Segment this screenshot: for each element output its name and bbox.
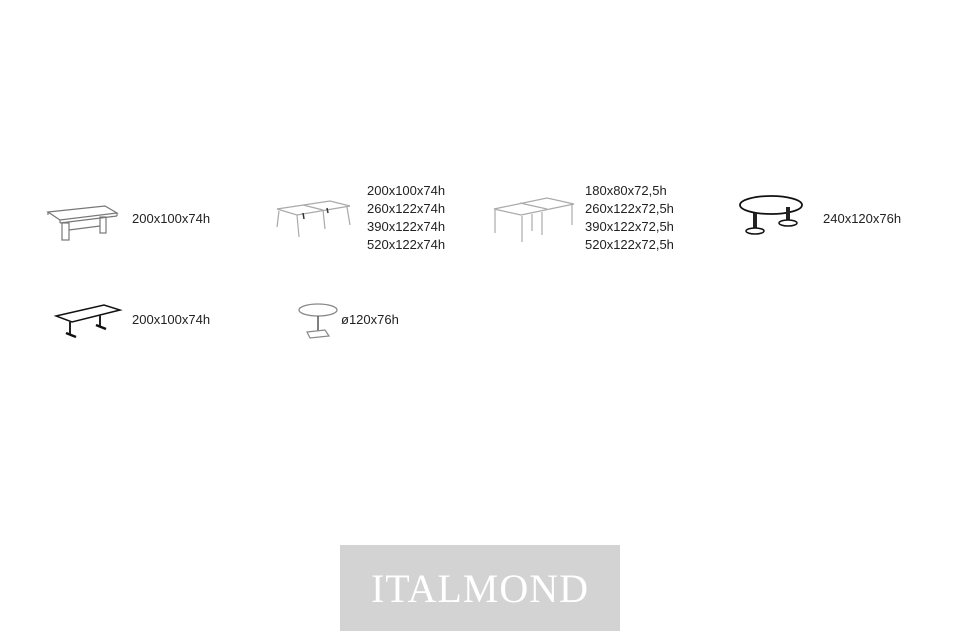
italmond-logo: ITALMOND bbox=[340, 545, 620, 631]
table-size-label: 200x100x74h bbox=[367, 183, 446, 198]
oval-pedestal-table-icon bbox=[739, 195, 803, 235]
logo-text: ITALMOND bbox=[370, 566, 590, 611]
table-size-label: 520x122x74h bbox=[367, 237, 446, 252]
square-leg-modular-table-icon bbox=[493, 197, 575, 242]
table-size-list: 200x100x74h 260x122x74h 390x122x74h 520x… bbox=[367, 182, 445, 254]
table-size-label: 200x100x74h bbox=[132, 211, 211, 226]
t-leg-rectangular-table-icon bbox=[54, 304, 123, 339]
table-size-label: 260x122x72,5h bbox=[585, 201, 674, 216]
angled-leg-modular-table-icon bbox=[276, 200, 351, 238]
panel-leg-rectangular-table-icon bbox=[46, 205, 119, 241]
table-size-label: 260x122x74h bbox=[367, 201, 446, 216]
table-size-label: 200x100x74h bbox=[132, 312, 211, 327]
table-size-label: ø120x76h bbox=[341, 312, 399, 327]
table-size-label: 390x122x74h bbox=[367, 219, 446, 234]
table-size-label: 520x122x72,5h bbox=[585, 237, 674, 252]
table-size-label: 180x80x72,5h bbox=[585, 183, 667, 198]
table-size-label: 390x122x72,5h bbox=[585, 219, 674, 234]
table-size-list: 180x80x72,5h 260x122x72,5h 390x122x72,5h… bbox=[585, 182, 674, 254]
round-pedestal-table-icon bbox=[298, 303, 338, 339]
table-size-label: 240x120x76h bbox=[823, 211, 902, 226]
